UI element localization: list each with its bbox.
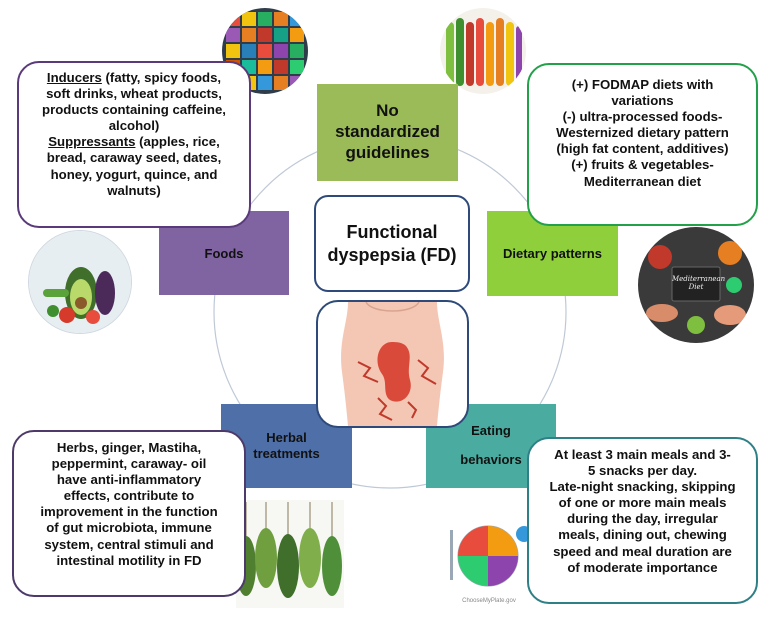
no-guidelines-node: No standardized guidelines [317,84,458,181]
center-title-line1: Functional [346,222,438,242]
dietary-line4: Westernized dietary pattern [556,125,729,141]
no-guidelines-line2: standardized [335,122,440,142]
dietary-line7: Mediterranean diet [583,173,702,189]
herbal-line4: effects, contribute to [63,488,195,504]
dietary-line2: variations [611,93,674,109]
eating-node-line1: Eating [471,423,511,439]
inducers-line3: products containing caffeine, [42,102,226,118]
dietary-line1: (+) FODMAP diets with [571,77,714,92]
herbal-line3: have anti-inflammatory [56,472,202,488]
eating-behaviors-info-box: At least 3 main meals and 3- 5 snacks pe… [527,437,758,604]
inducers-text1: (fatty, spicy foods, [101,70,222,85]
vegetables-image [440,8,526,94]
suppressants-title: Suppressants [48,134,136,150]
herbal-info-box: Herbs, ginger, Mastiha, peppermint, cara… [12,430,246,597]
inducers-line4: alcohol) [108,118,160,134]
foods-info-box: Inducers (fatty, spicy foods, soft drink… [17,61,251,228]
no-guidelines-line1: No [376,101,399,121]
center-title-line2: dyspepsia (FD) [327,244,457,265]
eating-line8: of moderate importance [567,559,718,575]
herbal-line6: of gut microbiota, immune [46,520,212,536]
herbal-line8: intestinal motility in FD [56,552,202,568]
eating-line7: speed and meal duration are [553,543,732,559]
mediterranean-board-line2: Diet [688,283,704,292]
suppressants-line2: bread, caraway seed, dates, [46,150,222,166]
dietary-line6: (+) fruits & vegetables- [571,157,714,173]
eating-line6: meals, dining out, chewing [558,527,727,543]
herbs-image [236,500,344,608]
suppressants-line1: Suppressants (apples, rice, [23,134,245,150]
herbal-line2: peppermint, caraway- oil [51,456,207,472]
inducers-title: Inducers [46,70,102,85]
avocado-vegetables-image [28,230,132,334]
inducers-line1: Inducers (fatty, spicy foods, [23,70,245,86]
center-title-box: Functional dyspepsia (FD) [314,195,470,292]
mediterranean-board-text: Mediterranean Diet [672,275,725,292]
suppressants-line4: walnuts) [107,182,161,198]
eating-line3: Late-night snacking, skipping [549,479,736,495]
eating-line1: At least 3 main meals and 3- [554,447,731,462]
herbal-line5: improvement in the function [40,504,218,520]
suppressants-text1: (apples, rice, [135,134,220,150]
myplate-caption: ChooseMyPlate.gov [462,598,516,604]
inducers-line2: soft drinks, wheat products, [46,86,222,102]
torso-stomach-image [316,300,469,428]
herbal-line1: Herbs, ginger, Mastiha, [56,440,202,455]
eating-line4: of one or more main meals [558,495,727,511]
mediterranean-diet-image: Mediterranean Diet [638,227,754,343]
mediterranean-board-line1: Mediterranean [672,275,726,283]
dietary-line3: (-) ultra-processed foods- [562,109,723,125]
herbal-node-line2: treatments [253,446,320,461]
eating-node-line2: behaviors [460,452,522,467]
herbal-node-line1: Herbal [266,429,307,445]
eating-line5: during the day, irregular [567,511,718,527]
no-guidelines-line3: guidelines [345,142,430,162]
dietary-patterns-info-box: (+) FODMAP diets with variations (-) ult… [527,63,758,226]
dietary-line5: (high fat content, additives) [556,141,729,157]
eating-line2: 5 snacks per day. [588,463,697,479]
myplate-image: ChooseMyPlate.gov [436,510,542,616]
suppressants-line3: honey, yogurt, quince, and [50,166,218,182]
herbal-line7: system, central stimuli and [44,536,214,552]
